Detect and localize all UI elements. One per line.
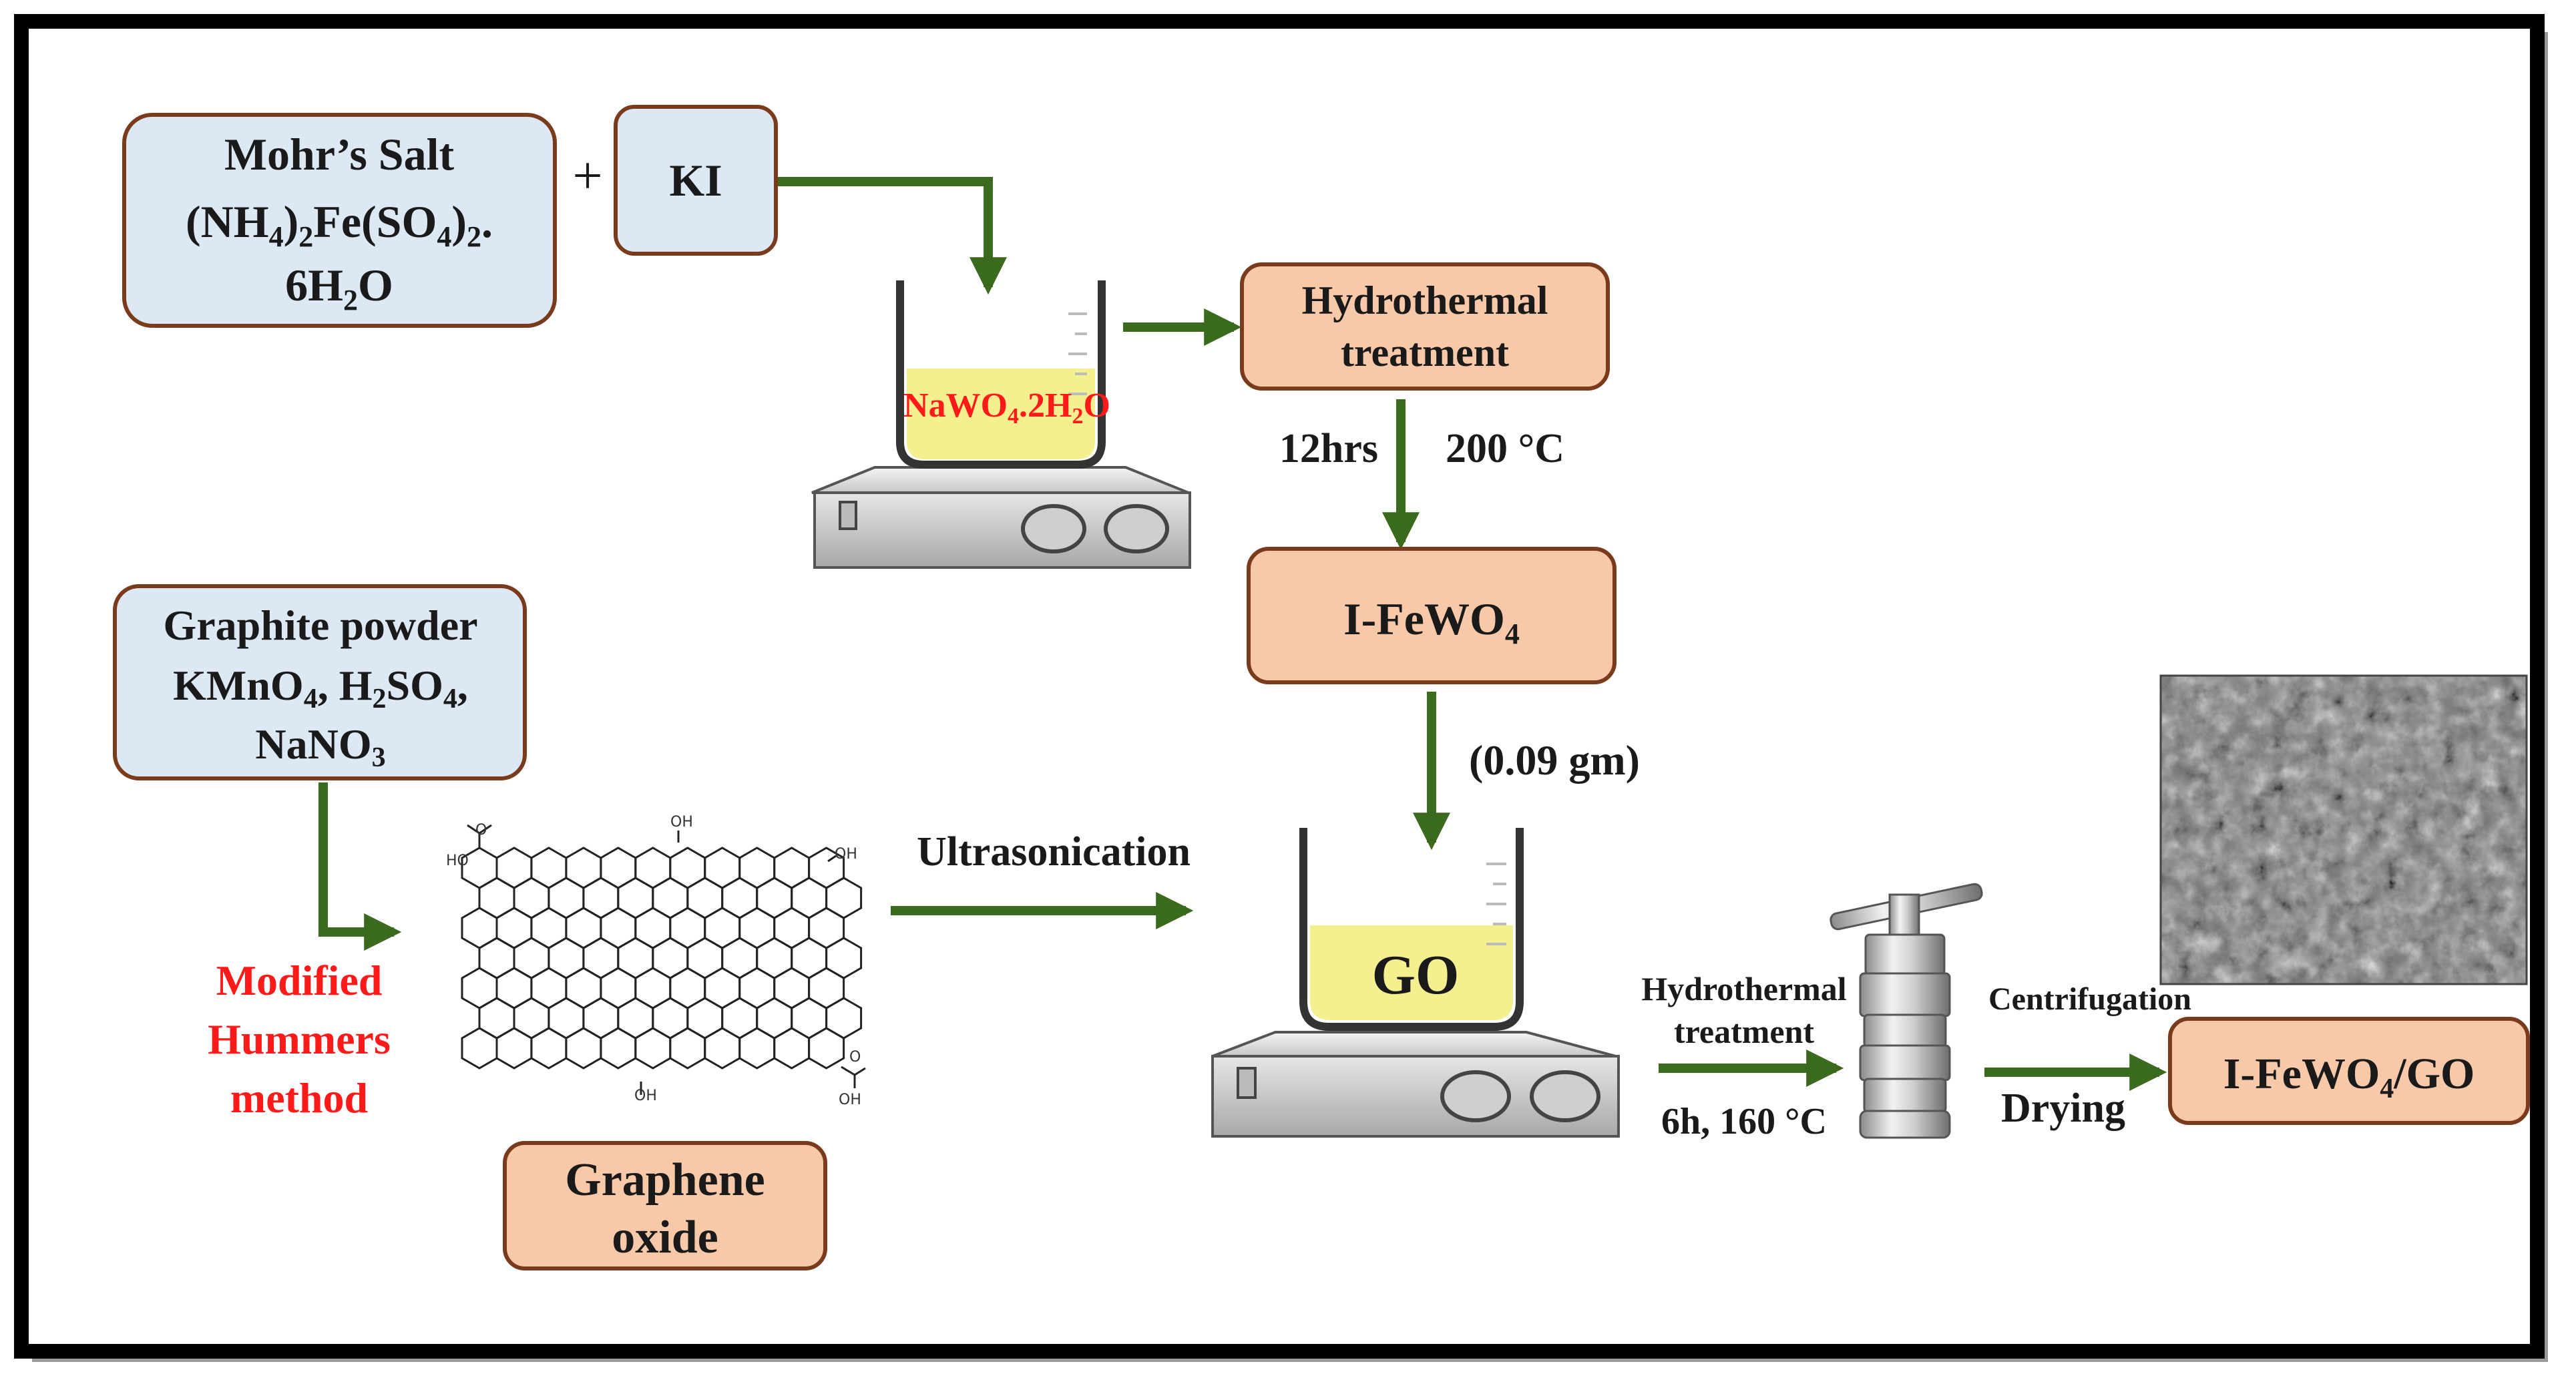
conditions-bottom-label: 6h, 160 °C <box>1661 1101 1827 1142</box>
arrow-ki-to-beaker <box>778 177 1007 295</box>
final-product-box: I-FeWO4/GO <box>2168 1017 2530 1125</box>
functional-group-bond <box>841 1066 855 1076</box>
mohrs-salt-formula: (NH4)2Fe(SO4)2. <box>186 196 493 253</box>
ki-label: KI <box>669 155 722 206</box>
hydroxyl-label-bottom-right: OH <box>839 1092 861 1108</box>
hexagon-ring <box>808 1027 845 1070</box>
hydrothermal-top-box: Hydrothermal treatment <box>1240 262 1610 391</box>
graphene-oxide-line1: Graphene <box>565 1154 765 1206</box>
functional-group-bond <box>467 824 480 835</box>
functional-group-bond <box>854 1067 866 1076</box>
modified-hummers-line1: Modified <box>216 957 383 1004</box>
centrifugation-label: Centrifugation <box>1988 981 2191 1017</box>
carboxyl-label-top: HO <box>446 853 469 869</box>
hydrothermal-top-line1: Hydrothermal <box>1302 278 1548 322</box>
hydroxyl-label-right: OH <box>835 846 857 863</box>
beaker-1: NaWO4.2H2O <box>896 280 1110 469</box>
sem-micrograph-image <box>2159 674 2528 985</box>
mohrs-salt-hydrate: 6H2O <box>285 260 393 316</box>
ultrasonication-label: Ultrasonication <box>917 829 1191 875</box>
beaker-1-solution-label: NaWO4.2H2O <box>903 387 1110 429</box>
graphene-oxide-line2: oxide <box>612 1212 718 1263</box>
carboxyl-o-bottom: O <box>849 1049 861 1066</box>
drying-label: Drying <box>2001 1086 2125 1131</box>
modified-hummers-line2: Hummers <box>208 1015 391 1063</box>
hydroxyl-label-top: OH <box>670 814 693 831</box>
label-12hrs: 12hrs <box>1279 426 1378 471</box>
beaker-2: GO <box>1299 828 1524 1031</box>
graphite-line2: KMnO4, H2SO4, <box>173 662 468 714</box>
ki-box: KI <box>614 105 778 256</box>
arrow-graphite-to-graphene <box>318 782 402 951</box>
i-fewo4-box: I-FeWO4 <box>1247 547 1617 684</box>
hydrothermal-bottom-line1: Hydrothermal <box>1641 970 1846 1007</box>
mohrs-salt-title: Mohr’s Salt <box>224 129 455 180</box>
graphene-oxide-box: Graphene oxide <box>503 1141 827 1270</box>
label-200c: 200 °C <box>1446 426 1564 471</box>
hydrothermal-top-line2: treatment <box>1341 330 1509 375</box>
graphene-oxide-structure <box>461 824 866 1095</box>
graphite-line3: NaNO3 <box>255 720 385 773</box>
autoclave <box>1830 883 1983 1139</box>
mohrs-salt-box: Mohr’s Salt (NH4)2Fe(SO4)2. 6H2O <box>122 113 557 328</box>
carboxyl-o-top: O <box>475 822 487 839</box>
stirrer-hotplate-1 <box>811 466 1191 569</box>
functional-group-labels: HO O OH OH OH O OH <box>446 814 861 1108</box>
label-mass: (0.09 gm) <box>1469 736 1640 784</box>
hydroxyl-label-bottom: OH <box>634 1088 657 1104</box>
functional-group-bond <box>479 824 492 835</box>
go-label: GO <box>1372 944 1460 1006</box>
stirrer-hotplate-2 <box>1211 1031 1620 1138</box>
graphite-line1: Graphite powder <box>163 602 477 649</box>
i-fewo4-label: I-FeWO4 <box>1343 594 1520 650</box>
graphite-powder-box: Graphite powder KMnO4, H2SO4, NaNO3 <box>113 584 527 780</box>
final-product-label: I-FeWO4/GO <box>2223 1050 2475 1104</box>
hydrothermal-bottom-line2: treatment <box>1674 1013 1814 1050</box>
plus-sign: + <box>572 147 602 206</box>
functional-group-bond <box>827 855 837 863</box>
modified-hummers-line3: method <box>230 1074 368 1122</box>
